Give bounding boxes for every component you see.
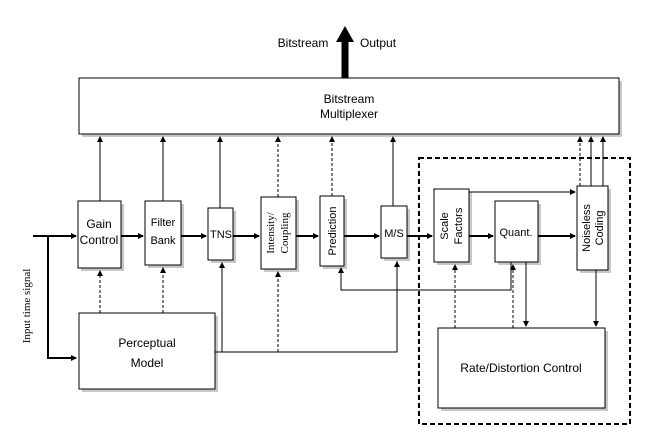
quant-label: Quant. xyxy=(499,227,532,239)
signal-path xyxy=(33,233,576,361)
rate-distortion-label: Rate/Distortion Control xyxy=(460,361,581,375)
intensity-coupling-label-line1: Intensity/ xyxy=(265,211,277,253)
rate-distortion-control-block: Rate/Distortion Control xyxy=(437,327,608,411)
ms-label: M/S xyxy=(384,228,404,240)
bitstream-multiplexer-block: Bitstream Multiplexer xyxy=(78,77,622,137)
intensity-coupling-block: Intensity/ Coupling xyxy=(260,196,299,272)
tns-label: TNS xyxy=(210,229,232,241)
noiseless-coding-label-line2: Coding xyxy=(594,211,606,246)
noiseless-coding-label-line1: Noiseless xyxy=(581,204,593,252)
multiplexer-label-line1: Bitstream xyxy=(324,92,375,106)
quant-block: Quant. xyxy=(494,200,541,265)
perceptual-model-block: Perceptual Model xyxy=(78,312,218,392)
rate-distortion-links xyxy=(452,262,599,328)
noiseless-coding-block: Noiseless Coding xyxy=(576,185,611,273)
output-arrow xyxy=(336,26,354,78)
perceptual-model-controls xyxy=(97,261,400,353)
scale-factors-block: Scale Factors xyxy=(433,188,472,265)
filter-bank-label-line1: Filter xyxy=(151,217,176,229)
prediction-label: Prediction xyxy=(327,207,339,256)
filter-bank-label-line2: Bank xyxy=(150,235,176,247)
gain-control-label-line2: Control xyxy=(80,233,119,247)
input-time-signal-label: Input time signal xyxy=(21,269,33,344)
perceptual-model-label-line1: Perceptual xyxy=(118,336,175,350)
gain-control-label-line1: Gain xyxy=(86,217,111,231)
tns-block: TNS xyxy=(207,207,236,263)
filter-bank-block: Filter Bank xyxy=(144,200,184,268)
scale-factors-label-line1: Scale xyxy=(439,212,451,240)
gain-control-block: Gain Control xyxy=(77,200,124,271)
side-info-arrows xyxy=(97,136,606,208)
multiplexer-label-line2: Multiplexer xyxy=(320,107,378,121)
scale-factors-label-line2: Factors xyxy=(453,207,465,244)
prediction-feedback-path xyxy=(338,262,512,291)
output-label: Output xyxy=(360,36,397,50)
dashed-side-info-arrows xyxy=(275,136,583,197)
bitstream-output-label: Bitstream xyxy=(278,36,329,50)
ms-block: M/S xyxy=(380,205,410,261)
perceptual-model-label-line2: Model xyxy=(131,356,164,370)
intensity-coupling-label-line2: Coupling xyxy=(279,212,291,253)
quantization-loop-enclosure xyxy=(418,157,631,425)
prediction-block: Prediction xyxy=(319,195,347,269)
